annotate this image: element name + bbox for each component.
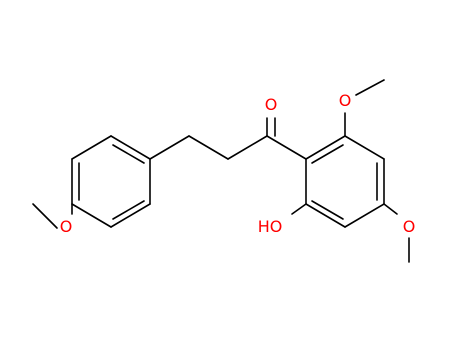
bond (227, 135, 268, 160)
bond-double-inner (311, 200, 344, 220)
bond-double-inner (112, 144, 145, 164)
carbonyl-oxygen-label: O (265, 95, 278, 114)
bond (188, 135, 229, 160)
bond (355, 79, 385, 96)
hydroxyl-label: HO (258, 217, 283, 236)
methoxy-bottom-oxygen-label: O (403, 217, 416, 236)
bond (305, 135, 346, 160)
bond (383, 203, 398, 215)
bond-double-inner (311, 144, 344, 164)
bond (344, 203, 385, 228)
bond-lines (32, 79, 410, 263)
bond (110, 203, 151, 228)
bond (305, 203, 346, 228)
bond (266, 135, 307, 160)
atom-labels: O O HO O O (60, 91, 416, 236)
bond (291, 203, 307, 215)
bond-double-inner (112, 200, 145, 220)
methoxy-top-oxygen-label: O (339, 91, 352, 110)
bond (110, 135, 151, 160)
bond (71, 135, 112, 160)
methoxy-left-oxygen-label: O (60, 217, 73, 236)
bond (32, 203, 58, 229)
bond (71, 203, 112, 228)
bond (149, 135, 190, 160)
bond (344, 135, 385, 160)
